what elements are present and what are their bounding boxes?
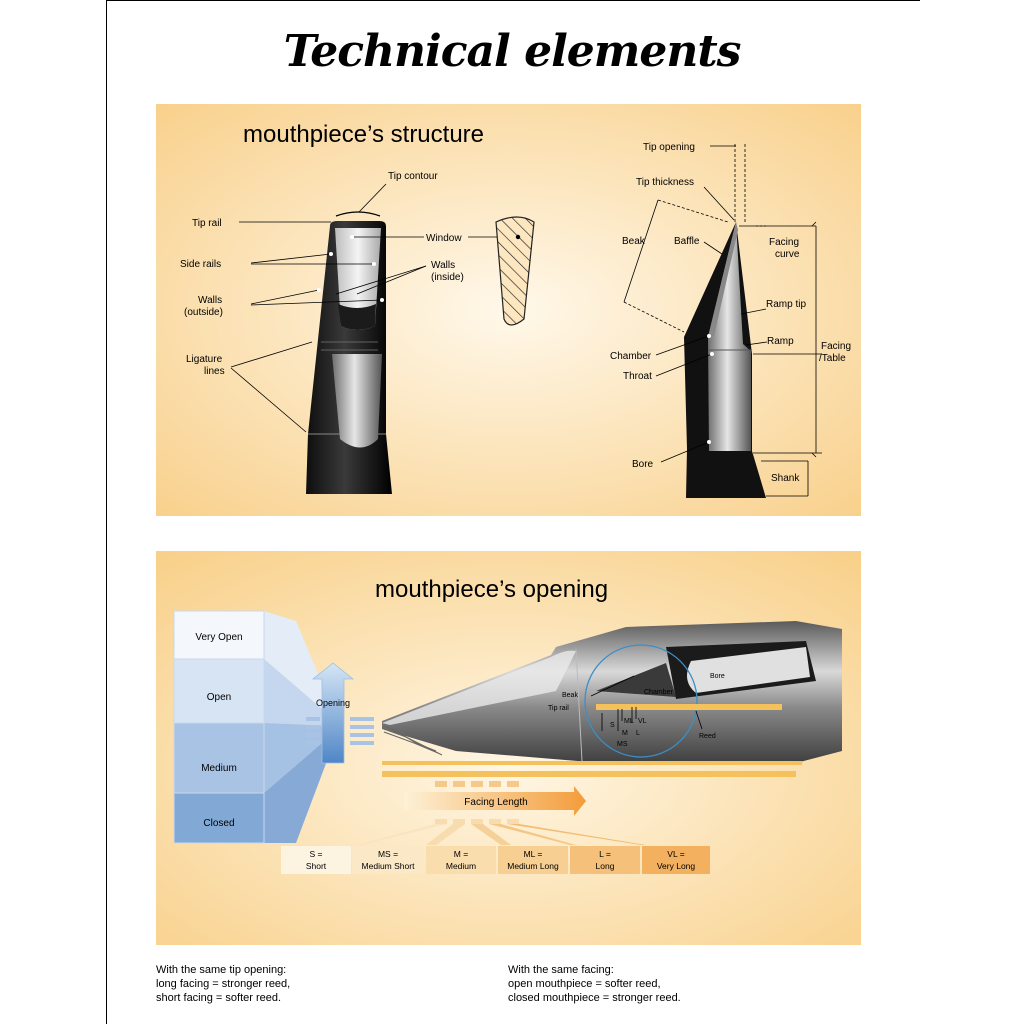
label-chamber-2: Chamber: [644, 689, 673, 696]
label-m: M: [622, 730, 628, 737]
level-very-open: Very Open: [195, 632, 242, 643]
side-view-leaders: [623, 144, 822, 497]
caption-right-line-2: open mouthpiece = softer reed,: [508, 978, 661, 990]
page-border-left: [106, 0, 107, 1024]
label-ms: MS: [617, 741, 628, 748]
caption-right-line-3: closed mouthpiece = stronger reed.: [508, 992, 681, 1004]
structure-panel: mouthpiece’s structure Tip contour Tip r…: [156, 104, 861, 516]
label-reed: Reed: [699, 733, 716, 740]
facing-m-name: Medium: [446, 861, 476, 871]
label-beak-2: Beak: [562, 692, 578, 699]
label-s: S: [610, 722, 615, 729]
label-tip-opening: Tip opening: [643, 142, 695, 153]
caption-left-line-1: With the same tip opening:: [156, 964, 287, 976]
structure-title: mouthpiece’s structure: [243, 121, 484, 148]
label-vl: VL: [638, 718, 647, 725]
level-closed: Closed: [203, 818, 234, 829]
opening-bars: [306, 717, 374, 745]
caption-left-line-2: long facing = stronger reed,: [156, 978, 291, 990]
facing-m-code: M =: [454, 849, 468, 859]
label-baffle: Baffle: [674, 236, 700, 247]
opening-diagram: mouthpiece’s opening Very Open Open Medi…: [156, 551, 861, 945]
caption-right-line-1: With the same facing:: [508, 964, 614, 976]
caption-same-tip-opening: With the same tip opening: long facing =…: [156, 963, 290, 1005]
reed: [382, 704, 802, 777]
label-bore: Bore: [632, 459, 654, 470]
opening-diagram-labels: Beak Chamber Bore Tip rail Reed S ML VL …: [548, 673, 725, 748]
label-window: Window: [426, 233, 462, 244]
front-view-leaders: [230, 183, 427, 433]
facing-ms-name: Medium Short: [362, 861, 416, 871]
opening-title: mouthpiece’s opening: [375, 576, 608, 603]
label-ml: ML: [624, 718, 634, 725]
label-shank: Shank: [771, 473, 800, 484]
facing-s-name: Short: [306, 861, 327, 871]
label-tip-rail: Tip rail: [192, 218, 222, 229]
side-view-labels: Tip opening Tip thickness Beak Baffle Fa…: [610, 142, 851, 484]
label-walls-inside-1: Walls: [431, 260, 455, 271]
label-tip-contour: Tip contour: [388, 171, 438, 182]
label-facing-table-1: Facing: [821, 341, 851, 352]
label-walls-outside-1: Walls: [198, 295, 222, 306]
opening-levels: Very Open Open Medium Closed: [173, 610, 336, 844]
facing-ms-code: MS =: [378, 849, 398, 859]
facing-length-legend: S = Short MS = Medium Short M = Medium M…: [281, 846, 710, 874]
facing-vl-name: Very Long: [657, 861, 696, 871]
window-cross-section: [468, 216, 535, 326]
caption-same-facing: With the same facing: open mouthpiece = …: [508, 963, 681, 1005]
page-title: Technical elements: [283, 26, 742, 77]
label-tip-thickness: Tip thickness: [636, 177, 694, 188]
label-beak: Beak: [622, 236, 646, 247]
level-medium: Medium: [201, 763, 237, 774]
label-facing-curve-1: Facing: [769, 237, 799, 248]
opening-arrow: Opening: [311, 662, 355, 764]
label-side-rails: Side rails: [180, 259, 221, 270]
structure-diagram: mouthpiece’s structure Tip contour Tip r…: [156, 104, 861, 516]
label-walls-outside-2: (outside): [184, 307, 223, 318]
level-open: Open: [207, 692, 231, 703]
side-view-mouthpiece: [684, 222, 766, 498]
facing-s-code: S =: [310, 849, 323, 859]
facing-markers: [590, 675, 703, 731]
facing-length-arrow: Facing Length: [356, 781, 646, 845]
facing-l-name: Long: [596, 861, 615, 871]
label-throat: Throat: [623, 371, 652, 382]
opening-mouthpiece: [382, 621, 842, 765]
facing-vl-code: VL =: [667, 849, 684, 859]
label-walls-inside-2: (inside): [431, 272, 464, 283]
facing-l-code: L =: [599, 849, 611, 859]
label-bore-2: Bore: [710, 673, 725, 680]
label-facing-table-2: /Table: [819, 353, 846, 364]
opening-arrow-label: Opening: [316, 698, 350, 708]
facing-length-label: Facing Length: [464, 797, 527, 808]
facing-ml-name: Medium Long: [507, 861, 559, 871]
caption-left-line-3: short facing = softer reed.: [156, 992, 282, 1004]
label-ligature-1: Ligature: [186, 354, 223, 365]
label-tip-rail-2: Tip rail: [548, 705, 569, 712]
label-chamber: Chamber: [610, 351, 652, 362]
side-view-dots: [707, 334, 714, 444]
label-ramp-tip: Ramp tip: [766, 299, 806, 310]
opening-panel: mouthpiece’s opening Very Open Open Medi…: [156, 551, 861, 945]
label-ramp: Ramp: [767, 336, 794, 347]
label-facing-curve-2: curve: [775, 249, 800, 260]
label-l: L: [636, 730, 640, 737]
front-view-labels: Tip contour Tip rail Window Side rails W…: [180, 171, 464, 377]
facing-ml-code: ML =: [524, 849, 543, 859]
page-border-top: [106, 0, 920, 1]
label-ligature-2: lines: [204, 366, 225, 377]
front-view-dots: [317, 235, 384, 302]
front-view-mouthpiece: [306, 211, 392, 494]
